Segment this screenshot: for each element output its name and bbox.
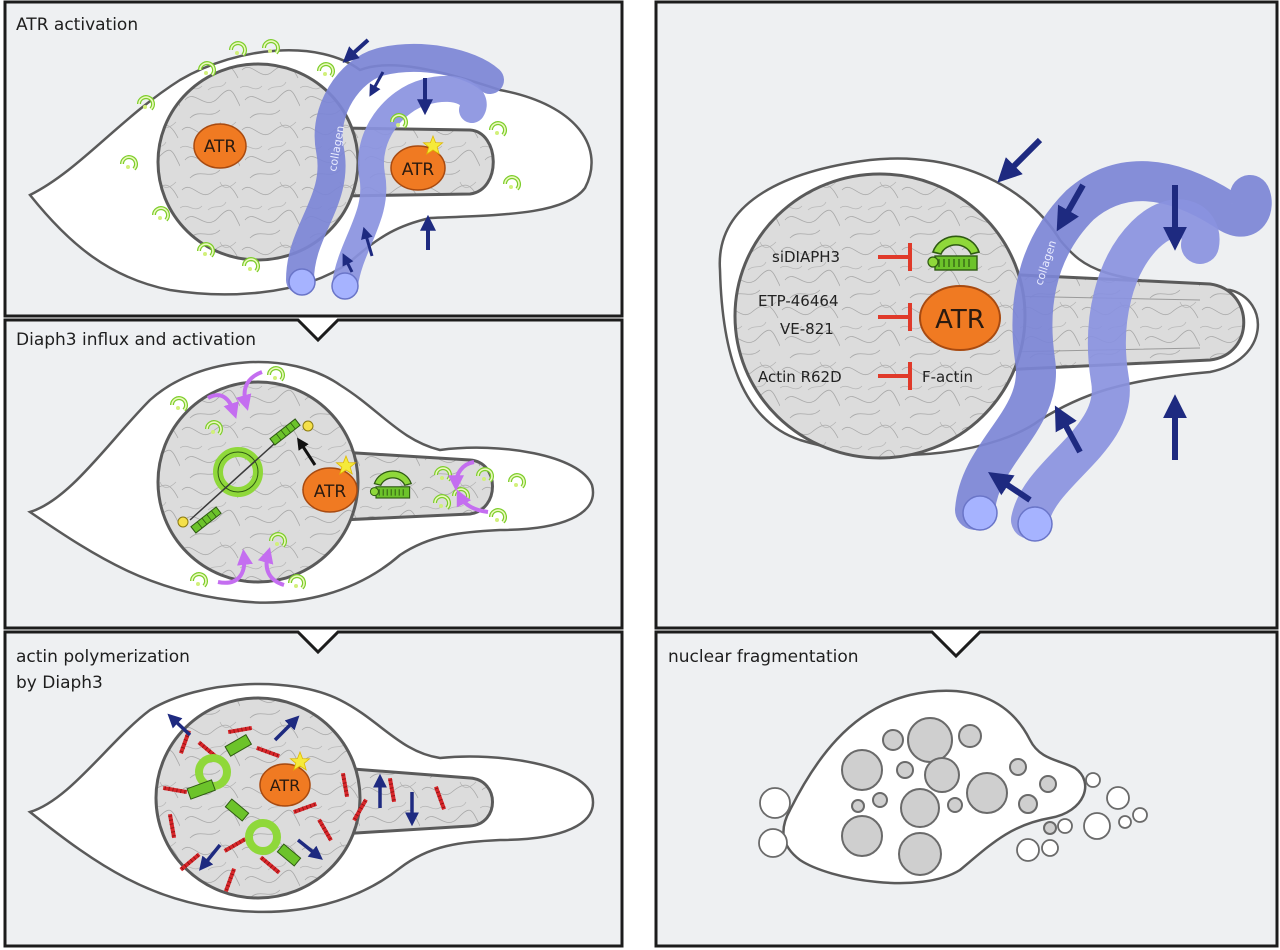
nucleus: [154, 696, 362, 900]
atr-label: ATR: [314, 482, 347, 502]
inhibition-symbols: [878, 243, 912, 390]
panel2-title: Diaph3 influx and activation: [16, 330, 256, 350]
force-arrows: [988, 137, 1187, 503]
ve-label: VE-821: [780, 320, 834, 338]
panel3-title-line1: actin polymerization: [16, 647, 190, 667]
f-actin-label: F-actin: [922, 368, 973, 386]
panel3-actin-polymerization: ATR: [27, 682, 595, 914]
atr-label: ATR: [270, 776, 301, 795]
nucleus-protrusion: [338, 450, 494, 522]
extracellular-fragments: [758, 772, 1148, 862]
panel4-title: nuclear fragmentation: [668, 647, 859, 667]
influx-arrows: [207, 370, 489, 587]
actin-r62d-label: Actin R62D: [758, 368, 842, 386]
collagen-fiber: [1011, 199, 1220, 539]
panel1-atr-activation: collagen ATR ATR: [28, 38, 593, 300]
collagen-fiber: [332, 75, 487, 298]
atr-label: ATR: [935, 305, 985, 335]
panel4-inhibition: collagen siDIAPH3 ETP-46464 VE-821 Actin…: [718, 137, 1272, 542]
nuclear-fragments: [841, 717, 1057, 876]
atr-protein: [919, 285, 1001, 351]
sidiaph3-label: siDIAPH3: [772, 248, 840, 266]
panel3-title-line2: by Diaph3: [16, 673, 103, 693]
atr-label: ATR: [204, 137, 237, 157]
panel5-nuclear-fragmentation: [758, 689, 1148, 885]
diaph3-ring: [245, 819, 281, 855]
atr-label: ATR: [402, 160, 435, 180]
atr-protein-active: [302, 467, 358, 513]
atr-protein-active: [259, 763, 311, 807]
nucleus-protrusion: [338, 766, 494, 836]
collagen-fiber: [286, 44, 504, 294]
atr-protein-active: [390, 145, 446, 191]
polymerization-force-arrows: [167, 713, 419, 871]
panel2-diaph3-influx: ATR: [27, 360, 595, 604]
etp-label: ETP-46464: [758, 292, 839, 310]
panel1-title: ATR activation: [16, 15, 138, 35]
atr-protein: [193, 123, 247, 169]
